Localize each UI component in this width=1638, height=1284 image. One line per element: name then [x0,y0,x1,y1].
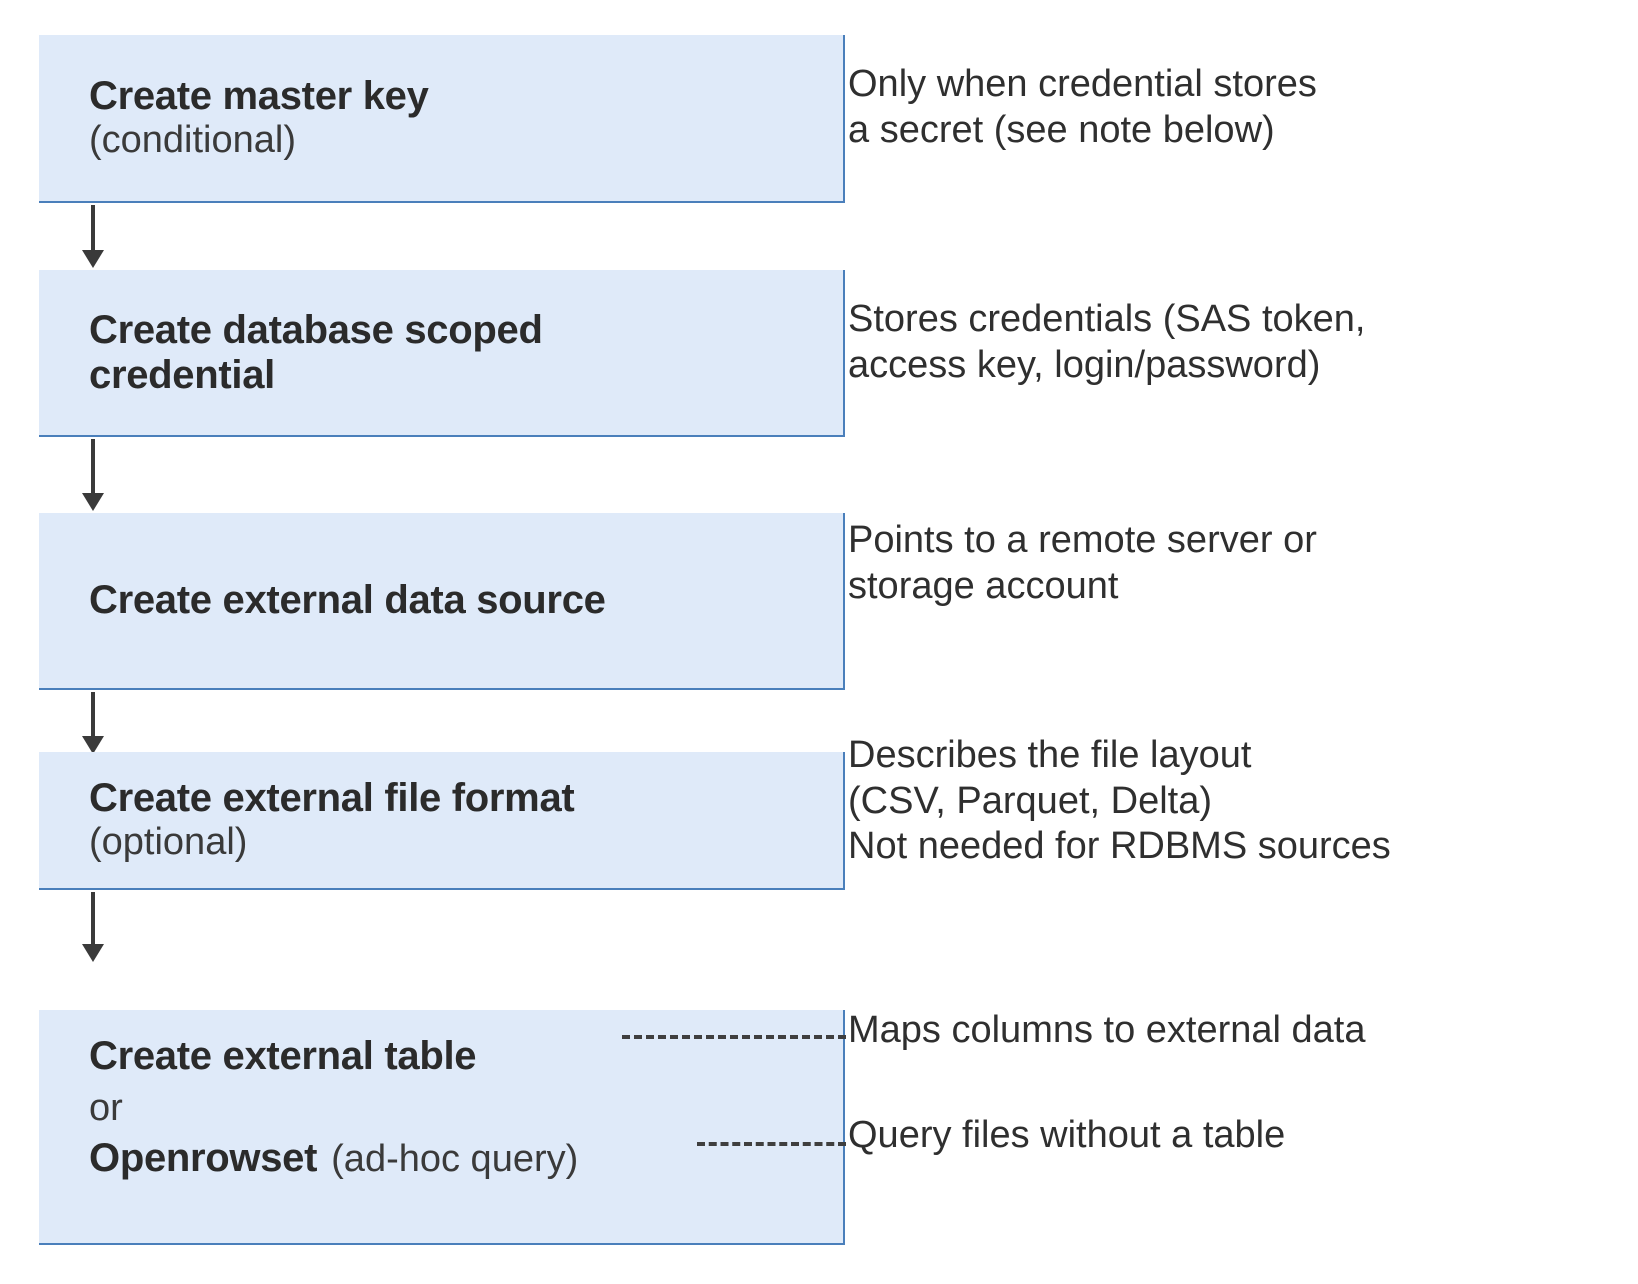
final-option-a-title: Create external table [89,1034,477,1078]
step-subtitle: (optional) [89,820,248,863]
note-create-master-key: Only when credential stores a secret (se… [848,63,1317,151]
note-create-external-table: Maps columns to external data [848,1009,1366,1051]
step-box-create-external-table-or-openrowset[interactable]: Create external table or Openrowset (ad-… [39,1010,845,1245]
step-box-create-external-data-source[interactable]: Create external data source [39,513,845,690]
step-box-create-database-scoped-credential[interactable]: Create database scoped credential [39,270,845,437]
step-subtitle: (conditional) [89,118,296,161]
final-option-b-title: Openrowset [89,1136,318,1181]
note-create-external-data-source: Points to a remote server or storage acc… [848,519,1317,607]
note-create-database-scoped-credential: Stores credentials (SAS token, access ke… [848,298,1366,386]
arrow-down-2 [82,439,104,513]
final-separator: or [89,1086,123,1129]
step-title: Create external data source [89,578,606,623]
step-title: Create master key [89,73,429,118]
arrow-down-1 [82,205,104,268]
final-option-a-row: Create external table [89,1034,827,1079]
step-box-create-master-key[interactable]: Create master key (conditional) [39,35,845,203]
leader-line-external-table [622,1035,846,1039]
step-title: Create database scoped credential [89,307,543,397]
arrow-down-3 [82,692,104,754]
final-option-b-row: Openrowset (ad-hoc query) [89,1136,827,1182]
note-openrowset: Query files without a table [848,1114,1286,1156]
final-option-b-suffix: (ad-hoc query) [331,1138,579,1181]
step-box-create-external-file-format[interactable]: Create external file format (optional) [39,752,845,890]
step-title: Create external file format [89,775,575,820]
leader-line-openrowset [697,1142,846,1146]
note-create-external-file-format: Describes the file layout (CSV, Parquet,… [848,734,1391,868]
arrow-down-4 [82,892,104,962]
